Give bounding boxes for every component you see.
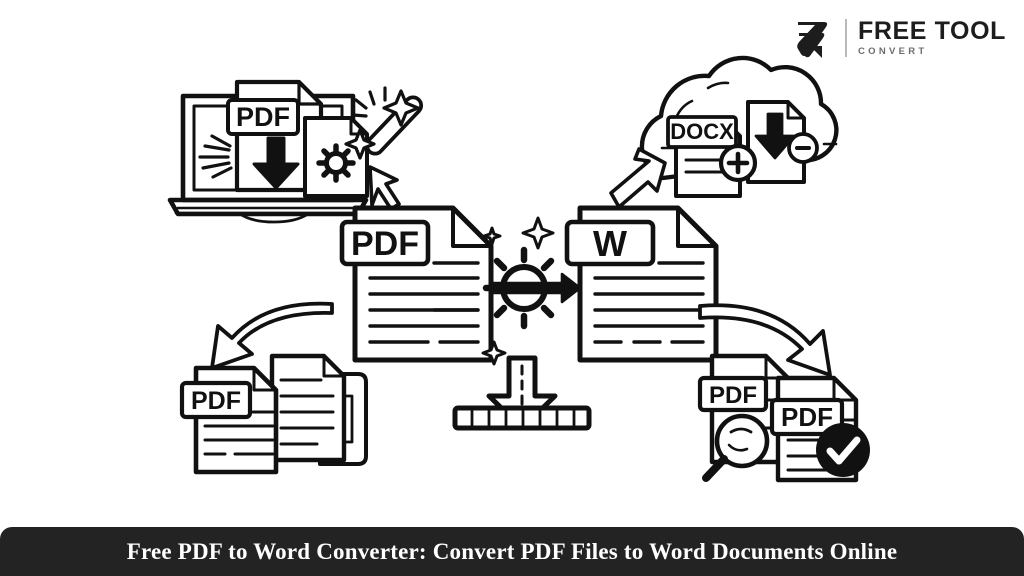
source-pdf-label: PDF xyxy=(351,225,419,263)
arrow-up-right-icon xyxy=(609,147,667,209)
target-word-badge xyxy=(564,219,656,267)
logo-text: FREE TOOL CONVERT xyxy=(857,16,1006,58)
banner-title: Free PDF to Word Converter: Convert PDF … xyxy=(126,538,898,564)
gear-document-icon xyxy=(303,116,369,198)
laptop-download-arrow-icon xyxy=(252,136,300,190)
right-document-stack xyxy=(697,303,870,483)
curved-arrow-down-left-icon xyxy=(210,301,334,370)
right-stack-pdf-badge-front xyxy=(769,397,845,437)
laptop-pdf-label: PDF xyxy=(236,102,290,132)
left-stack-pdf-badge xyxy=(179,380,253,420)
cloud-docx-badge xyxy=(666,115,738,149)
freetoolconvert-f-mark-icon xyxy=(797,22,828,58)
brand-logo: FREE TOOL CONVERT xyxy=(793,14,1006,62)
sparkle-icon xyxy=(481,216,555,366)
cursor-arrow-icon xyxy=(368,165,401,211)
laptop-pdf-badge xyxy=(226,98,300,136)
right-stack-pdf-label-back: PDF xyxy=(709,382,757,409)
logo-subtitle: CONVERT xyxy=(857,46,928,58)
left-stack-pdf-label: PDF xyxy=(191,387,241,415)
bottom-banner: Free PDF to Word Converter: Convert PDF … xyxy=(0,527,1024,576)
download-progress xyxy=(452,355,592,431)
plus-badge-icon xyxy=(718,143,758,183)
right-stack-pdf-label-front: PDF xyxy=(781,402,833,432)
check-circle-icon xyxy=(816,423,870,477)
laptop-scene xyxy=(167,79,423,224)
magnifying-glass-icon xyxy=(702,413,770,482)
sparkle-icon xyxy=(344,89,420,160)
target-word-document xyxy=(564,205,719,363)
arrow-right-icon xyxy=(490,272,582,304)
logo-divider xyxy=(844,19,847,57)
minus-badge-icon xyxy=(787,132,819,164)
curved-arrow-down-right-icon xyxy=(698,303,832,377)
source-pdf-document xyxy=(339,205,494,363)
target-word-label: W xyxy=(593,223,627,264)
source-pdf-badge xyxy=(339,219,431,267)
right-stack-pdf-badge-back xyxy=(697,375,769,413)
left-document-stack xyxy=(179,301,368,475)
logo-title: FREE TOOL xyxy=(857,16,1006,45)
converter-gear xyxy=(481,216,582,366)
cloud-scene xyxy=(609,55,839,209)
cloud-docx-label: DOCX xyxy=(670,119,734,144)
